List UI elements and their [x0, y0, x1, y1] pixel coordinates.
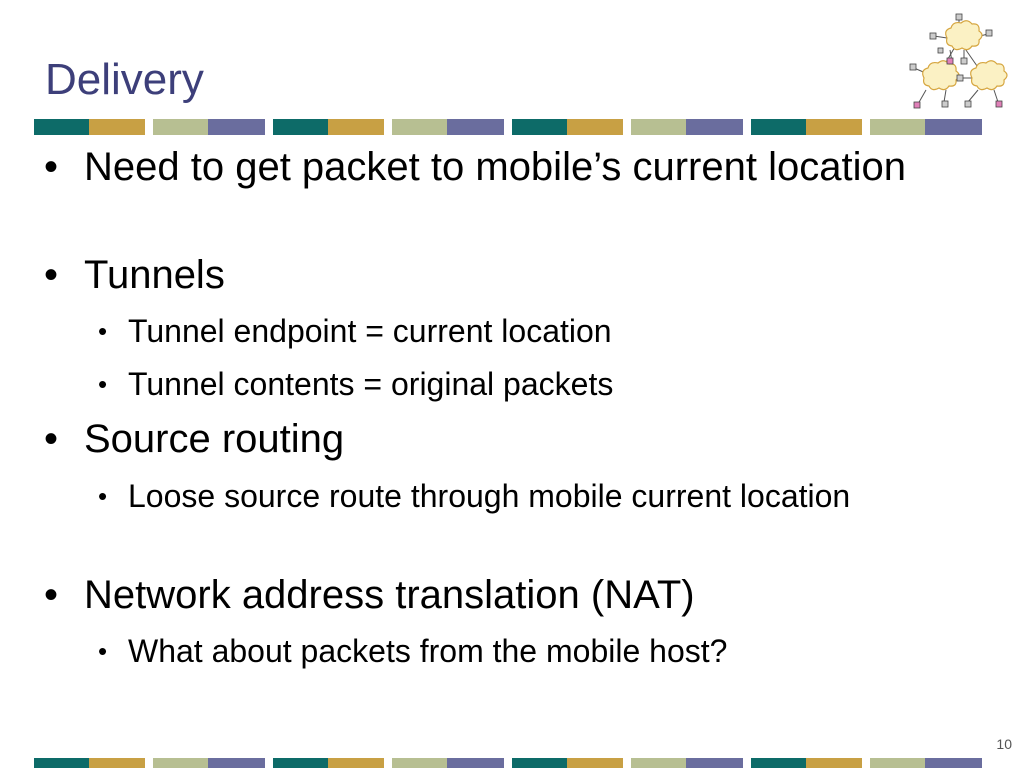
bullet-marker: • — [98, 316, 108, 346]
bullet-marker: • — [98, 369, 108, 399]
bullet-marker: • — [44, 145, 59, 189]
sub-bullet-item: • Tunnel contents = original packets — [98, 362, 928, 406]
bullet-text: Tunnels — [84, 253, 225, 297]
bullet-marker: • — [44, 417, 59, 461]
bullet-item: • Network address translation (NAT) — [44, 572, 934, 618]
bullet-text: Network address translation (NAT) — [84, 573, 695, 617]
slide-title: Delivery — [45, 55, 204, 104]
bullet-text: Tunnel contents = original packets — [128, 366, 614, 402]
bullet-marker: • — [98, 481, 108, 511]
bullet-marker: • — [44, 573, 59, 617]
sub-bullet-item: • Loose source route through mobile curr… — [98, 474, 898, 518]
network-clouds-icon — [909, 13, 1008, 109]
bullet-text: What about packets from the mobile host? — [128, 633, 728, 669]
decorative-stripe-top — [0, 119, 1024, 135]
bullet-text: Loose source route through mobile curren… — [128, 478, 851, 514]
bullet-item: • Tunnels — [44, 252, 934, 298]
page-number: 10 — [996, 736, 1012, 752]
sub-bullet-item: • What about packets from the mobile hos… — [98, 629, 928, 673]
bullet-text: Need to get packet to mobile’s current l… — [84, 145, 906, 189]
bullet-text: Tunnel endpoint = current location — [128, 313, 612, 349]
bullet-item: • Need to get packet to mobile’s current… — [44, 144, 934, 190]
bullet-marker: • — [44, 253, 59, 297]
bullet-item: • Source routing — [44, 416, 934, 462]
sub-bullet-item: • Tunnel endpoint = current location — [98, 309, 928, 353]
bullet-text: Source routing — [84, 417, 345, 461]
bullet-marker: • — [98, 636, 108, 666]
decorative-stripe-bottom — [0, 758, 1024, 768]
